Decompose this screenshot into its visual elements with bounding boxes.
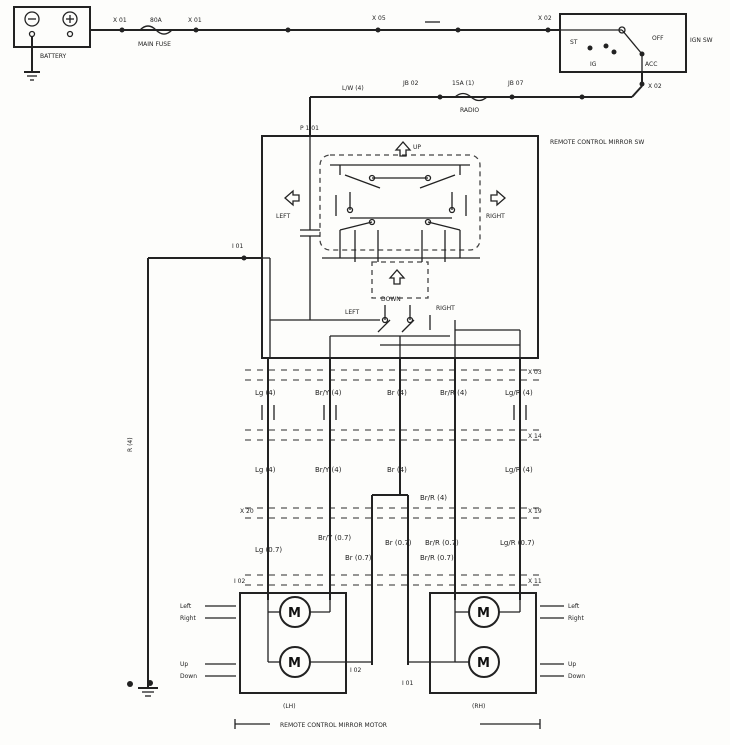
left-feed-wire: I 01 R (4) (127, 243, 262, 697)
lh-bottom-io-1: Down (180, 673, 197, 680)
connector-p101: P 1 01 (300, 125, 319, 132)
wire-extra-1: Br/R (0.7) (420, 554, 454, 562)
wire-low-4: Lg/R (0.7) (500, 539, 535, 547)
battery-box (13, 6, 91, 48)
mirror-switch: REMOTE CONTROL MIRROR SW UP LEFT RIGHT D… (261, 135, 644, 359)
motor-rh: M M Left Right Up Down I 01 (RH) (402, 592, 585, 710)
radio-fuse-label: RADIO (460, 107, 479, 114)
radio-fuse-line: L/W (4) JB 02 15A (1) JB 07 RADIO P 1 01 (300, 80, 643, 136)
battery: BATTERY (13, 6, 91, 81)
connector-x11: X 11 (528, 578, 542, 585)
connector-x01a: X 01 (113, 17, 127, 24)
rh-top-io-0: Left (568, 603, 580, 610)
connector-x14: X 14 (528, 433, 542, 440)
main-fuse-symbol (139, 25, 173, 35)
battery-negative-terminal (24, 11, 40, 27)
motor-rh-bottom-symbol: M (477, 656, 490, 671)
fuse-rating: 80A (150, 17, 163, 24)
harness-wires: Lg (4) Br/Y (4) Br (4) Br/R (4) Lg/R (4)… (255, 358, 535, 665)
wire-mid-1: Br/Y (4) (315, 466, 342, 474)
ign-pos-ig: IG (590, 61, 597, 68)
mirror-sw-box (261, 135, 539, 359)
wire-top-2: Br (4) (387, 389, 407, 397)
wire-top-3: Br/R (4) (440, 389, 467, 397)
connector-x02a: X 02 (538, 15, 552, 22)
ign-pos-acc: ACC (645, 61, 657, 68)
motor-group-label: REMOTE CONTROL MIRROR MOTOR (234, 718, 541, 730)
wire-mid-0: Lg (4) (255, 466, 276, 474)
ign-sw-label: IGN SW (690, 37, 713, 44)
lh-bottom-io-0: Up (180, 661, 188, 668)
motor-lh-box (239, 592, 347, 694)
ignition-switch: IGN SW ST IG OFF ACC X 02 (548, 13, 713, 90)
wire-extra-0: Br (0.7) (345, 554, 372, 562)
connector-i01b: I 01 (402, 680, 413, 687)
connector-i02: I 02 (234, 578, 245, 585)
connector-x01b: X 01 (188, 17, 202, 24)
wire-low-2: Br (0.7) (385, 539, 412, 547)
ign-sw-box (559, 13, 687, 73)
down-button-outline (371, 261, 429, 299)
wire-low-1: Br/Y (0.7) (318, 534, 351, 542)
wire-r-left: R (4) (127, 437, 134, 452)
wire-top-4: Lg/R (4) (505, 389, 533, 397)
motor-rh-label: (RH) (472, 703, 485, 710)
motor-lh-bottom-symbol: M (288, 656, 301, 671)
switch-label-left: LEFT (276, 213, 290, 220)
wire-lw-top: L/W (4) (342, 85, 364, 92)
connector-x03: X 03 (528, 369, 542, 376)
connector-rows: X 03 X 14 X 20 X 19 I 02 X 11 (234, 369, 542, 586)
connector-x02b: X 02 (648, 83, 662, 90)
radio-fuse-rating: 15A (1) (452, 80, 474, 87)
rh-bottom-io-0: Up (568, 661, 576, 668)
motor-lh-label: (LH) (283, 703, 296, 710)
wire-mid-4: Lg/R (4) (505, 466, 533, 474)
radio-fuse-symbol (454, 92, 488, 102)
wire-mid-2: Br (4) (387, 466, 407, 474)
connector-x19: X 19 (528, 508, 542, 515)
motor-lh: M M Left Right Up Down I 02 (LH) (180, 592, 372, 710)
connector-i02b: I 02 (350, 667, 361, 674)
switch-label-right: RIGHT (486, 213, 505, 220)
wire-low-0: Lg (0.7) (255, 546, 282, 554)
connector-x05: X 05 (372, 15, 386, 22)
switch-label-up: UP (413, 144, 421, 151)
direction-pad-outline (319, 154, 481, 251)
motor-rh-box (429, 592, 537, 694)
left-arrow-icon (284, 189, 300, 207)
lh-top-io-0: Left (180, 603, 192, 610)
connector-i01: I 01 (232, 243, 243, 250)
connector-jb02: JB 02 (402, 80, 419, 87)
battery-label: BATTERY (40, 53, 67, 60)
rh-bottom-io-1: Down (568, 673, 585, 680)
mirror-sw-label: REMOTE CONTROL MIRROR SW (550, 139, 644, 146)
ign-pos-off: OFF (652, 35, 664, 42)
rh-top-io-1: Right (568, 615, 584, 622)
wire-mid-3: Br/R (4) (420, 494, 447, 502)
motor-rh-top-symbol: M (477, 606, 490, 621)
mirror-motor-label: REMOTE CONTROL MIRROR MOTOR (280, 722, 387, 729)
motor-lh-top-symbol: M (288, 606, 301, 621)
ign-pos-st: ST (570, 39, 578, 46)
main-fuse-label: MAIN FUSE (138, 41, 171, 48)
switch-label-right2: RIGHT (436, 305, 455, 312)
connector-x20: X 20 (240, 508, 254, 515)
lh-top-io-1: Right (180, 615, 196, 622)
right-arrow-icon (490, 189, 506, 207)
connector-jb07: JB 07 (507, 80, 524, 87)
wire-top-0: Lg (4) (255, 389, 276, 397)
switch-label-left2: LEFT (345, 309, 359, 316)
battery-positive-terminal (62, 11, 78, 27)
top-bus: X 01 80A X 01 MAIN FUSE X 05 X 02 (90, 15, 560, 48)
switch-label-down: DOWN (381, 296, 401, 303)
up-arrow-icon (394, 141, 412, 157)
wire-low-3: Br/R (0.7) (425, 539, 459, 547)
down-arrow-icon (388, 269, 406, 285)
wire-top-1: Br/Y (4) (315, 389, 342, 397)
